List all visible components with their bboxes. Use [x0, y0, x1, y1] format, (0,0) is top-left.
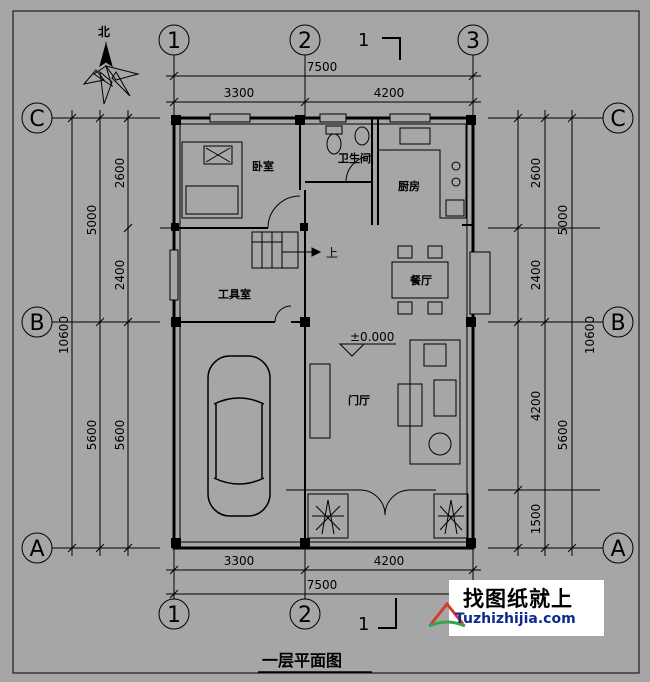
dim-left-inner-3: 5600 — [113, 420, 127, 451]
room-label-dining: 餐厅 — [409, 273, 432, 287]
watermark-title: 找图纸就上 — [463, 587, 573, 611]
north-label: 北 — [98, 24, 110, 39]
room-label-tool-room: 工具室 — [218, 287, 251, 301]
room-label-kitchen: 厨房 — [398, 179, 420, 193]
top-dimension-lines — [166, 71, 481, 107]
dim-right-inner-2: 2400 — [529, 260, 543, 291]
kitchen-counter — [377, 123, 467, 219]
toilet-icon — [325, 125, 343, 155]
axis-bubble-A-right: A — [602, 532, 634, 564]
structural-columns — [171, 115, 476, 548]
dim-top-total: 7500 — [307, 60, 338, 74]
axis-bubble-A-left: A — [21, 532, 53, 564]
tool-room-door-swing — [274, 305, 292, 323]
svg-text:B: B — [610, 311, 625, 336]
axis-bubble-3-top: 3 — [457, 24, 489, 56]
svg-text:2: 2 — [298, 603, 312, 628]
dim-bottom-span-2: 4200 — [374, 554, 405, 568]
axis-bubble-2-top: 2 — [289, 24, 321, 56]
dim-right-inner-3: 4200 — [529, 391, 543, 422]
drawing-frame — [12, 10, 640, 674]
dim-bottom-span-1: 3300 — [224, 554, 255, 568]
interior-wall-liners — [179, 123, 468, 543]
dim-top-span-2: 4200 — [374, 86, 405, 100]
watermark-house-icon — [428, 601, 466, 628]
axis-bubble-C-left: C — [21, 102, 53, 134]
svg-text:2: 2 — [298, 29, 312, 54]
section-mark-bottom-label: 1 — [358, 614, 369, 635]
dim-left-inner-2: 2400 — [113, 260, 127, 291]
sink-icon — [354, 126, 370, 146]
dim-right-mid-2: 5600 — [556, 420, 570, 451]
bedroom-door-swing — [267, 195, 301, 229]
planter-right-icon — [433, 493, 469, 539]
sofa-icon — [309, 339, 461, 465]
svg-text:C: C — [610, 107, 625, 132]
svg-text:1: 1 — [167, 29, 181, 54]
bed-icon — [181, 141, 243, 219]
right-dimension-lines — [513, 110, 577, 556]
svg-text:B: B — [29, 311, 44, 336]
axis-bubble-2-bottom: 2 — [289, 598, 321, 630]
svg-text:1: 1 — [167, 603, 181, 628]
axis-bubble-B-right: B — [602, 306, 634, 338]
room-label-bathroom: 卫生间 — [338, 151, 371, 165]
svg-text:A: A — [610, 537, 625, 562]
watermark-url: Tuzhizhijia.com — [455, 611, 576, 627]
dim-right-mid-1: 5000 — [556, 205, 570, 236]
svg-text:3: 3 — [466, 29, 480, 54]
entrance-door — [286, 489, 436, 516]
watermark-badge: 找图纸就上 Tuzhizhijia.com — [428, 580, 604, 636]
drawing-title: 一层平面图 — [262, 651, 342, 670]
stairs-up-label: 上 — [326, 246, 338, 260]
section-mark-top — [382, 37, 401, 60]
dim-bottom-total: 7500 — [307, 578, 338, 592]
dim-left-total: 10600 — [57, 316, 71, 354]
dim-left-inner-1: 2600 — [113, 158, 127, 189]
windows — [169, 113, 491, 315]
dining-table-icon — [391, 245, 449, 315]
svg-text:C: C — [29, 107, 44, 132]
axis-bubble-1-top: 1 — [158, 24, 190, 56]
north-arrow-icon — [82, 42, 140, 105]
bathroom-door-swing — [345, 155, 373, 183]
car-icon — [207, 355, 271, 517]
room-label-hall: 门厅 — [348, 393, 370, 407]
dim-right-total: 10600 — [583, 316, 597, 354]
elevation-label: ±0.000 — [350, 330, 394, 344]
dim-right-inner-1: 2600 — [529, 158, 543, 189]
dim-right-inner-4: 1500 — [529, 504, 543, 535]
planter-left-icon — [307, 493, 349, 539]
axis-bubble-1-bottom: 1 — [158, 598, 190, 630]
room-label-bedroom: 卧室 — [252, 159, 274, 173]
left-dimension-lines — [67, 110, 133, 556]
elevation-marker-icon — [338, 343, 396, 357]
stairs — [251, 231, 322, 269]
dim-left-mid-1: 5000 — [85, 205, 99, 236]
axis-bubble-B-left: B — [21, 306, 53, 338]
axis-bubble-C-right: C — [602, 102, 634, 134]
section-mark-top-label: 1 — [358, 30, 369, 51]
dim-left-mid-2: 5600 — [85, 420, 99, 451]
interior-walls — [174, 118, 473, 548]
section-mark-bottom — [378, 598, 397, 629]
dim-top-span-1: 3300 — [224, 86, 255, 100]
svg-text:A: A — [29, 537, 44, 562]
